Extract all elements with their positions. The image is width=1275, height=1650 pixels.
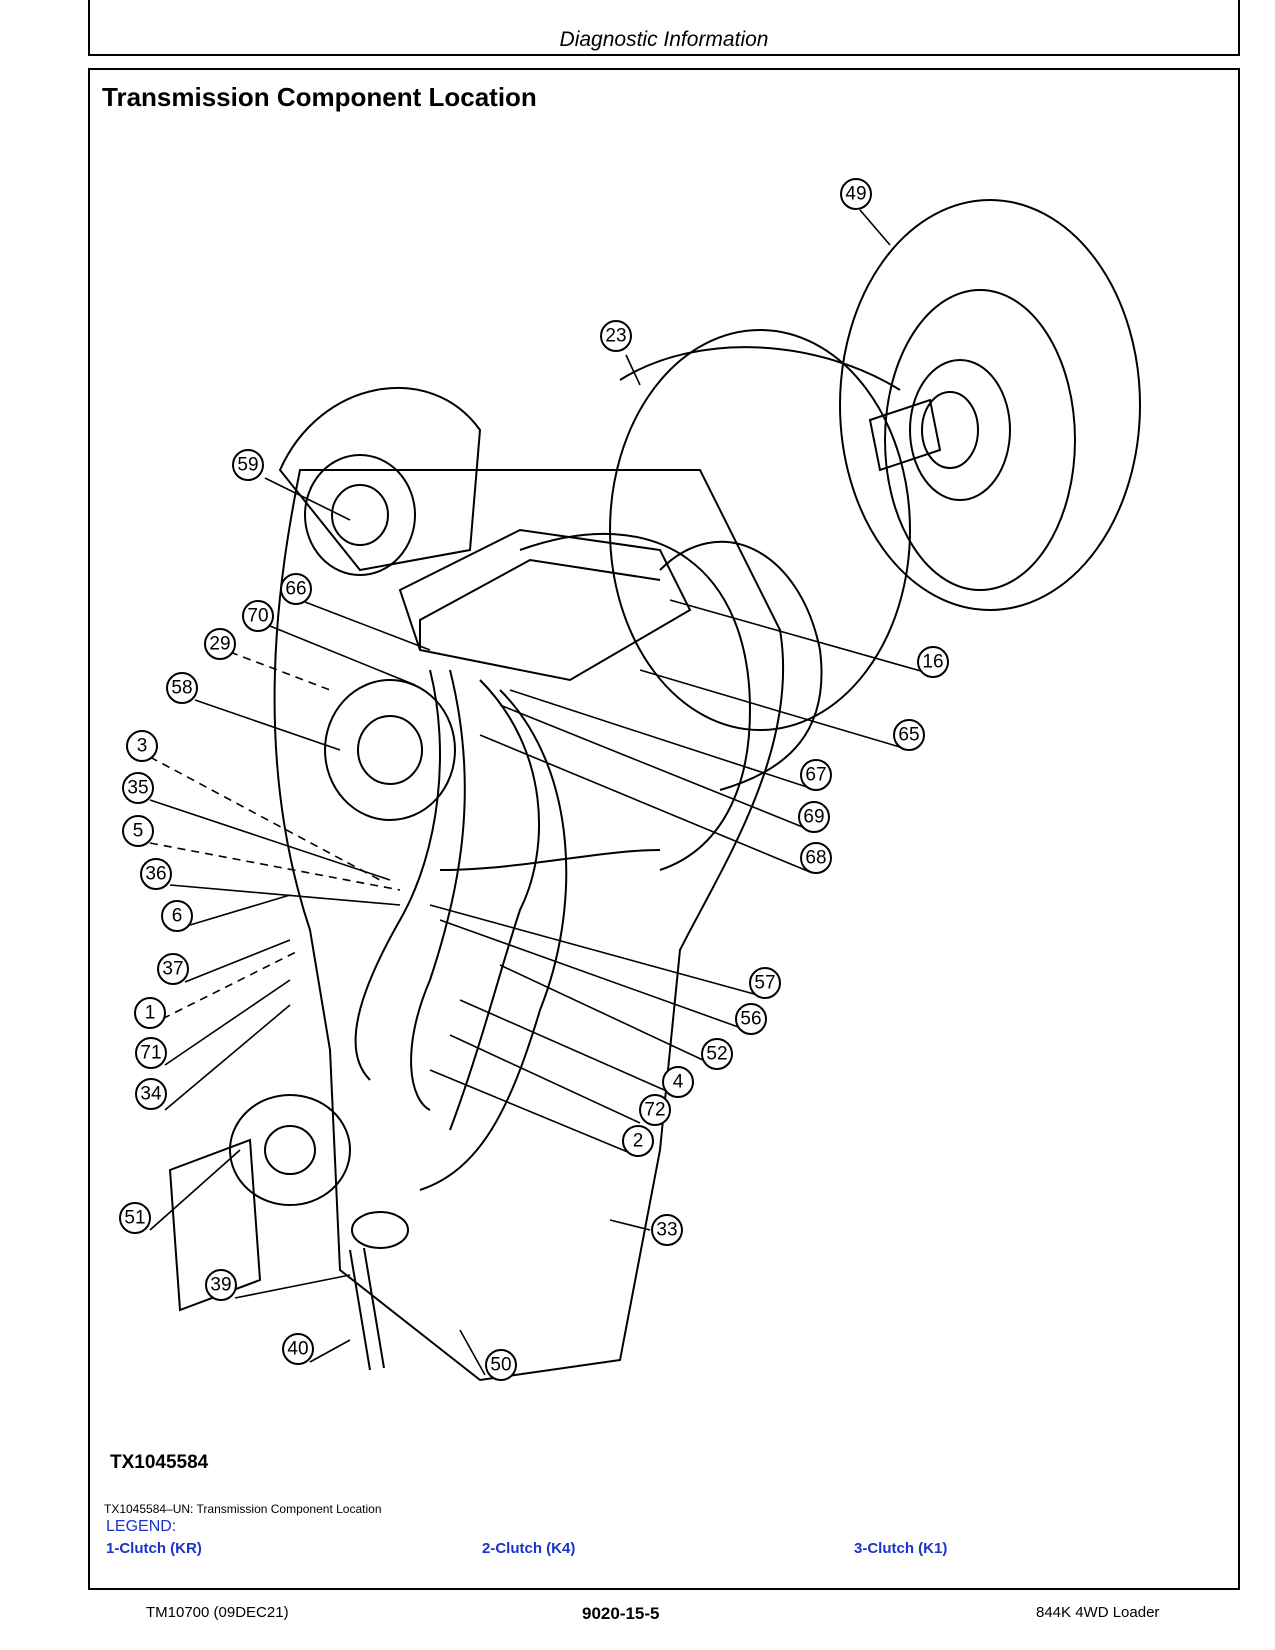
callout-35: 35 [122,772,154,804]
svg-text:56: 56 [740,1009,761,1030]
svg-text:34: 34 [140,1084,162,1105]
footer-model: 844K 4WD Loader [1036,1604,1160,1621]
svg-text:69: 69 [803,807,824,828]
callout-49: 49 [840,178,872,210]
callout-16: 16 [917,646,949,678]
callout-59: 59 [232,449,264,481]
svg-text:40: 40 [287,1339,308,1360]
callout-56: 56 [735,1003,767,1035]
svg-text:16: 16 [922,652,943,673]
callout-group: 49 23 59 66 70 29 58 3 35 5 36 6 37 1 71… [119,178,949,1381]
callout-23: 23 [600,320,632,352]
callout-70: 70 [242,600,274,632]
svg-text:5: 5 [133,821,144,842]
transmission-illustration: 49 23 59 66 70 29 58 3 35 5 36 6 37 1 71… [119,178,1141,1382]
svg-text:4: 4 [673,1072,684,1093]
header-frame: Diagnostic Information [88,0,1240,56]
svg-text:72: 72 [644,1100,665,1121]
svg-text:36: 36 [145,864,166,885]
callout-66: 66 [280,573,312,605]
transmission-drawing [168,199,1141,1382]
svg-text:35: 35 [127,778,148,799]
svg-text:33: 33 [656,1220,677,1241]
figure-caption: TX1045584–UN: Transmission Component Loc… [104,1502,382,1516]
callout-39: 39 [205,1269,237,1301]
legend-item[interactable]: 3-Clutch (K1) [854,1540,948,1557]
legend-title: LEGEND: [106,1518,177,1535]
figure-id: TX1045584 [110,1452,209,1473]
svg-text:66: 66 [285,579,306,600]
svg-text:29: 29 [209,634,230,655]
callout-58: 58 [166,672,198,704]
callout-50: 50 [485,1349,517,1381]
svg-text:52: 52 [706,1044,727,1065]
callout-33: 33 [651,1214,683,1246]
svg-text:39: 39 [210,1275,231,1296]
callout-67: 67 [800,759,832,791]
svg-text:70: 70 [247,606,268,627]
callout-52: 52 [701,1038,733,1070]
svg-text:37: 37 [162,959,183,980]
callout-5: 5 [122,815,154,847]
content-frame [88,68,1240,1590]
callout-65: 65 [893,719,925,751]
svg-text:59: 59 [237,455,258,476]
callout-4: 4 [662,1066,694,1098]
callout-69: 69 [798,801,830,833]
callout-29: 29 [204,628,236,660]
svg-text:68: 68 [805,848,826,869]
svg-text:2: 2 [633,1131,644,1152]
svg-text:1: 1 [145,1003,156,1024]
svg-text:3: 3 [137,736,148,757]
leader-lines [149,209,936,1376]
page-title: Transmission Component Location [102,82,537,112]
svg-text:58: 58 [171,678,192,699]
callout-68: 68 [800,842,832,874]
svg-text:71: 71 [140,1043,161,1064]
legend-item[interactable]: 2-Clutch (K4) [482,1540,576,1557]
svg-text:57: 57 [754,973,775,994]
legend-item[interactable]: 1-Clutch (KR) [106,1540,202,1557]
callout-71: 71 [135,1037,167,1069]
callout-57: 57 [749,967,781,999]
svg-text:49: 49 [845,184,866,205]
callout-34: 34 [135,1078,167,1110]
svg-text:51: 51 [124,1208,145,1229]
svg-text:67: 67 [805,765,826,786]
svg-text:23: 23 [605,326,626,347]
callout-40: 40 [282,1333,314,1365]
callout-1: 1 [134,997,166,1029]
footer-manual-id: TM10700 (09DEC21) [146,1604,289,1621]
callout-36: 36 [140,858,172,890]
callout-72: 72 [639,1094,671,1126]
svg-text:50: 50 [490,1355,511,1376]
section-title: Diagnostic Information [559,28,769,51]
footer-page-number: 9020-15-5 [582,1604,660,1623]
callout-51: 51 [119,1202,151,1234]
callout-3: 3 [126,730,158,762]
callout-2: 2 [622,1125,654,1157]
callout-6: 6 [161,900,193,932]
svg-text:65: 65 [898,725,919,746]
svg-text:6: 6 [172,906,183,927]
callout-37: 37 [157,953,189,985]
